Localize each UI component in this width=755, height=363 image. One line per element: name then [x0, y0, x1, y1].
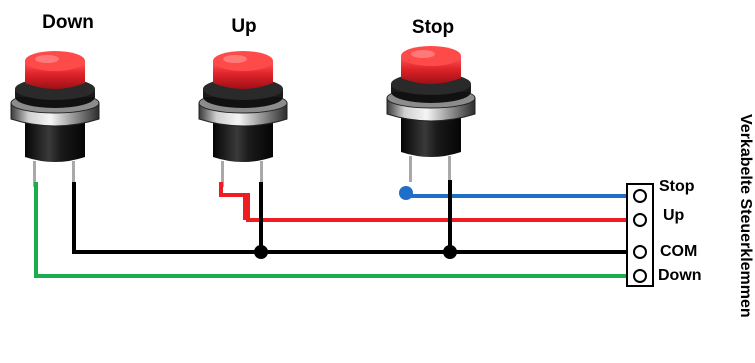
down-wire — [34, 182, 628, 278]
terminal-screw-icon — [633, 245, 647, 259]
button-label-up: Up — [231, 16, 256, 37]
up-wire — [221, 193, 628, 222]
com-wire — [72, 182, 628, 254]
terminal-label-up: Up — [663, 207, 685, 224]
terminal-label-stop: Stop — [659, 178, 695, 195]
button-label-down: Down — [42, 12, 94, 33]
terminal-screw-icon — [633, 213, 647, 227]
terminal-block-side-label: Verkabelte Steuerklemmen — [737, 114, 754, 318]
terminal-screw-icon — [633, 269, 647, 283]
down-push-button-icon — [10, 50, 100, 188]
stop-wire-junction-dot — [399, 186, 413, 200]
up-push-button-icon — [198, 50, 288, 188]
button-label-stop: Stop — [412, 17, 454, 38]
com-junction-dot-stop — [443, 245, 457, 259]
terminal-label-com: COM — [660, 243, 697, 260]
com-junction-dot-up — [254, 245, 268, 259]
terminal-label-down: Down — [658, 267, 702, 284]
stop-wire — [404, 193, 628, 198]
stop-push-button-icon — [386, 45, 476, 183]
terminal-screw-icon — [633, 189, 647, 203]
